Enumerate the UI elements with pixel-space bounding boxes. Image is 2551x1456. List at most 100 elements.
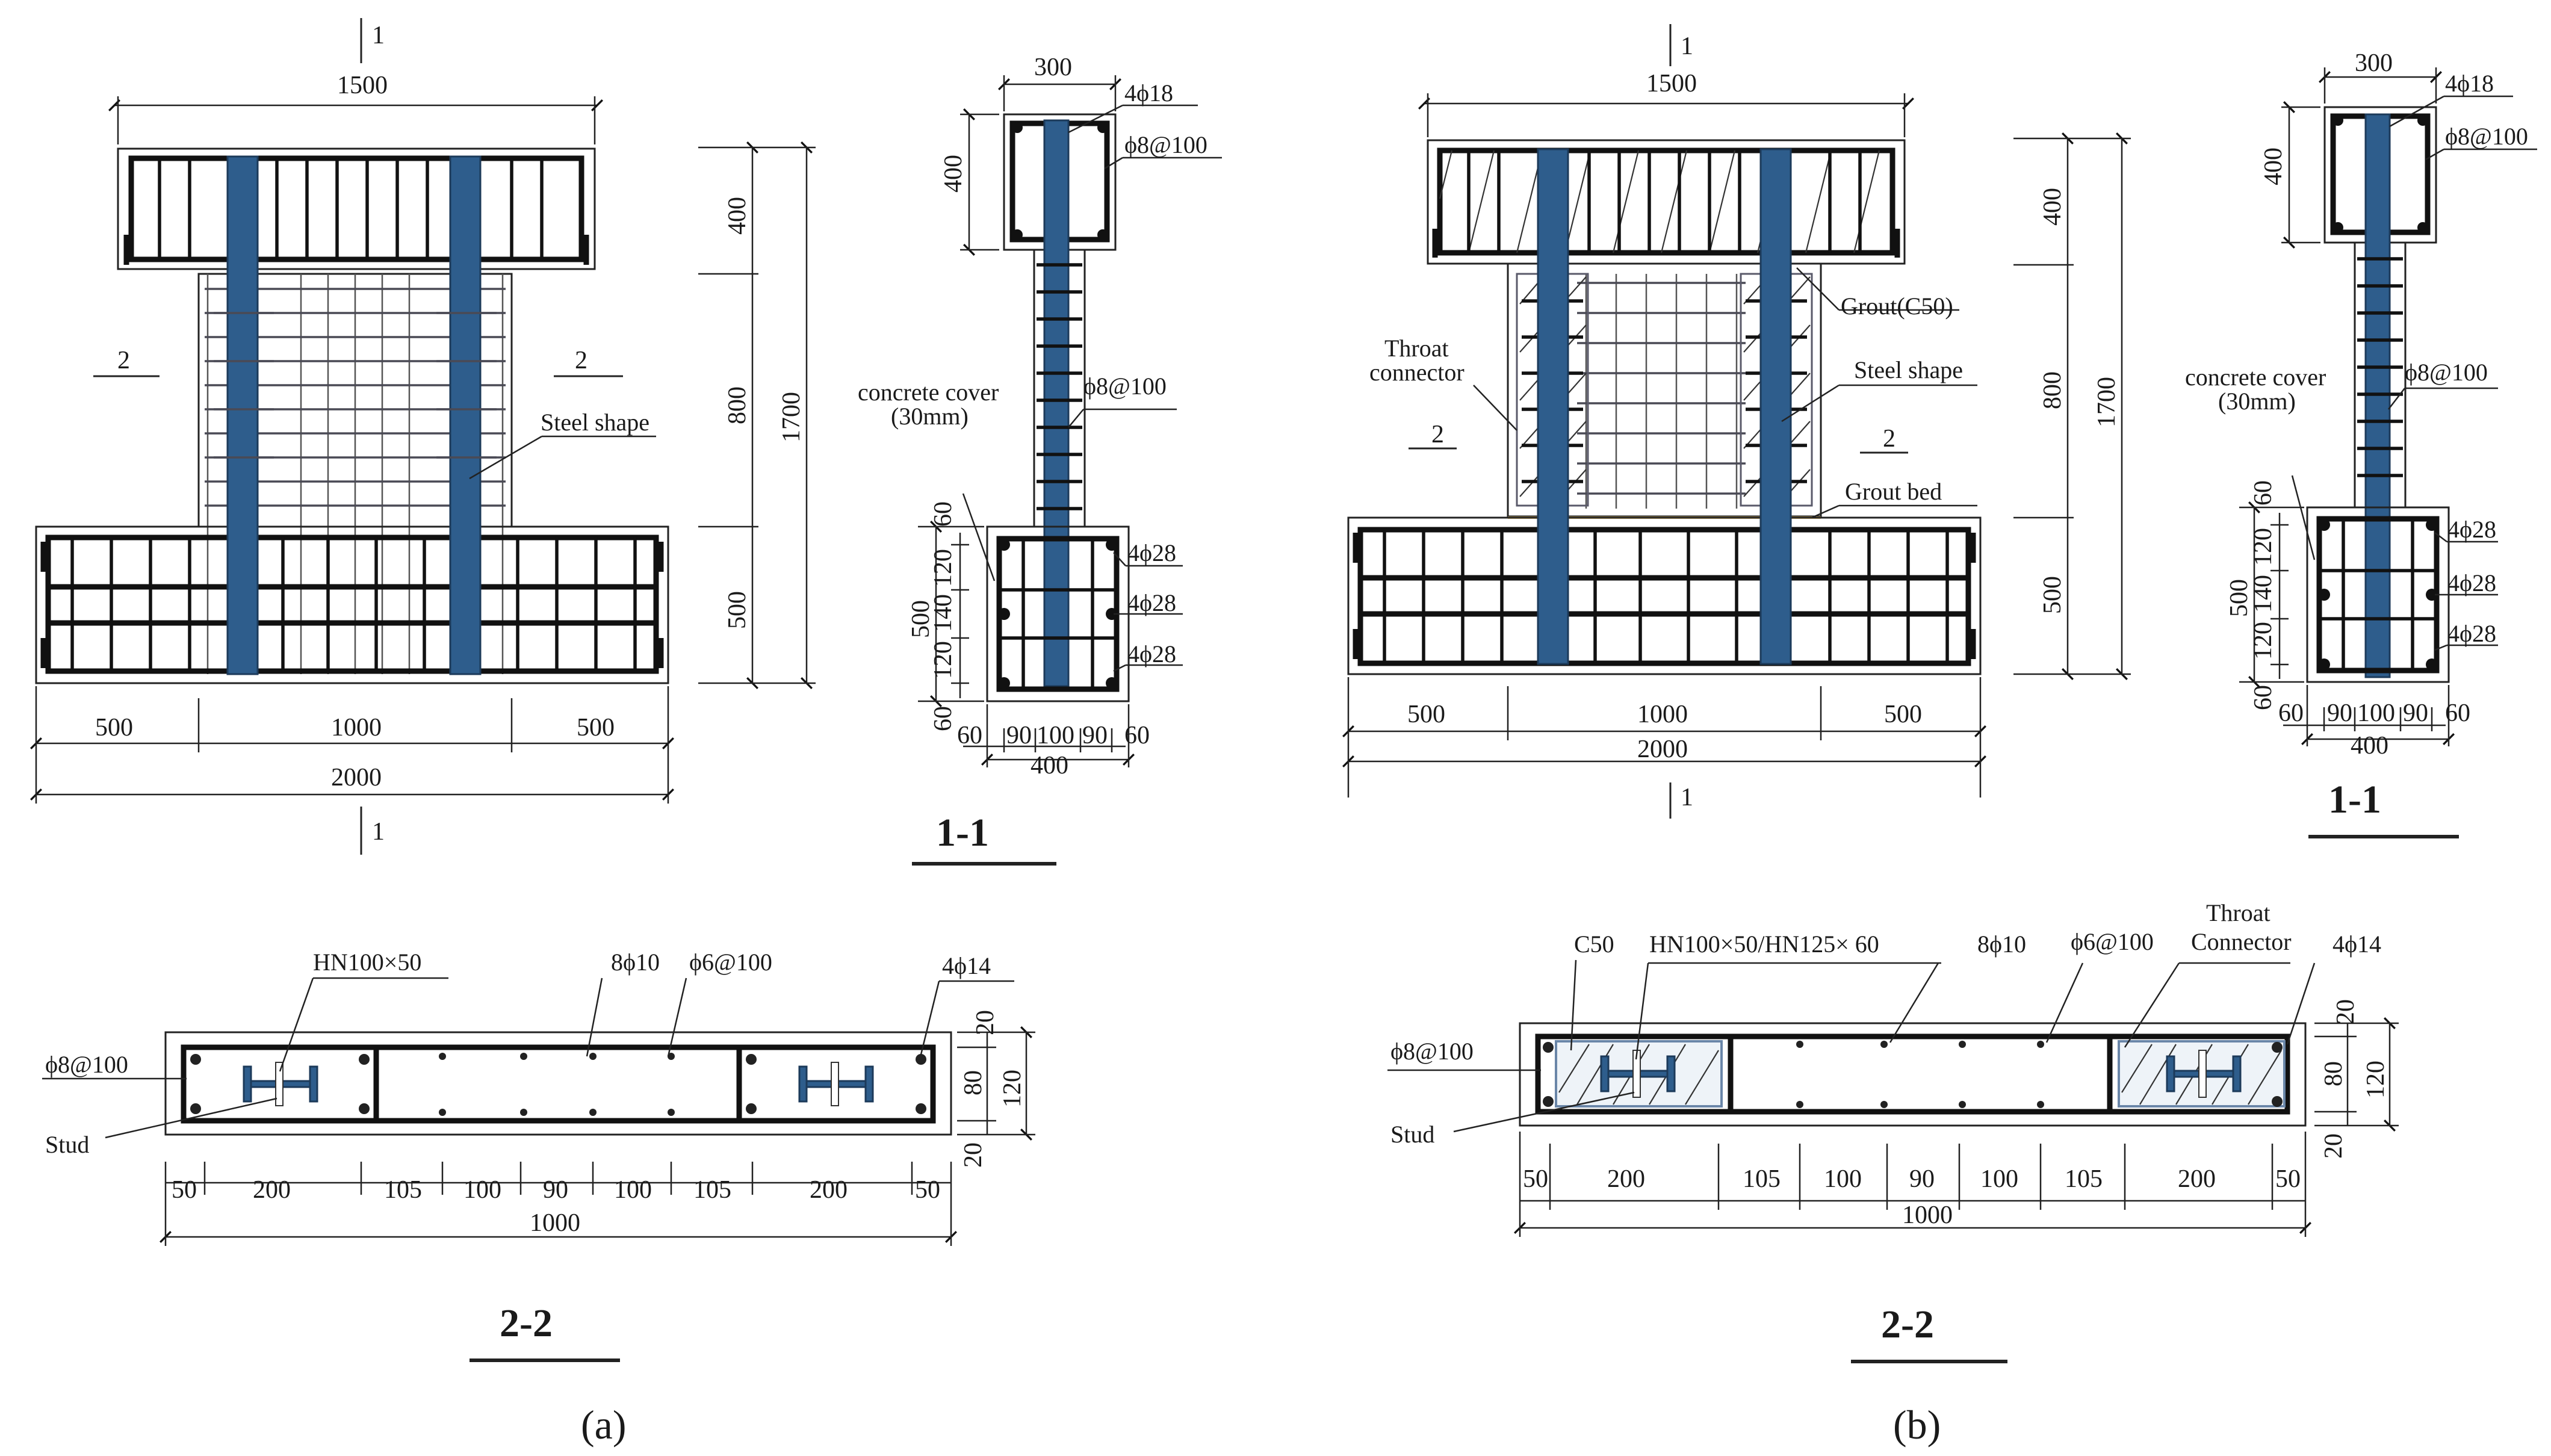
b-dim-22-v2: 20 xyxy=(2320,1133,2348,1159)
label-cover-2: (30mm) xyxy=(891,403,969,430)
beam-stirrups-b xyxy=(1467,150,1862,253)
dim-base-total: 2000 xyxy=(331,764,382,792)
b-dim-top-width: 300 xyxy=(2355,49,2393,77)
dim-base-width: 400 xyxy=(1031,752,1068,779)
b-dim-v-col: 800 xyxy=(2039,371,2066,409)
h-steel-right xyxy=(798,1062,874,1106)
label-cover-1: concrete cover xyxy=(858,379,999,406)
panel-b-section-11: 1-1 300 400 500 60 120 140 120 60 60 90 … xyxy=(2185,49,2537,838)
b-dim-base-right: 500 xyxy=(1884,701,1922,728)
dim-22-1: 200 xyxy=(253,1176,291,1204)
h-steel-left-b xyxy=(1600,1050,1676,1098)
dim-top-width: 300 xyxy=(1034,54,1072,81)
label-steel-shape-b: Steel shape xyxy=(1854,356,1963,383)
b-section-mark-1-top: 1 xyxy=(1681,33,1693,60)
b-dim-22-total: 1000 xyxy=(1902,1201,1953,1229)
dim-22-total: 1000 xyxy=(530,1209,580,1237)
b-dim-h2: 90 xyxy=(2327,699,2352,727)
b-dim-base-v2: 120 xyxy=(2249,528,2277,566)
dim-base-v3: 140 xyxy=(929,594,957,632)
dim-base-v4: 120 xyxy=(929,641,957,679)
b-dim-v-total: 1700 xyxy=(2093,377,2121,427)
b-section-mark-1-bottom: 1 xyxy=(1681,784,1693,811)
h-steel-right-b xyxy=(2166,1050,2242,1098)
b-label-throat-2: Connector xyxy=(2191,928,2292,955)
label-steel-shape: Steel shape xyxy=(541,409,649,436)
dim-base-mid: 1000 xyxy=(331,714,382,742)
dim-22-v0: 20 xyxy=(972,1010,999,1035)
dimension-lines xyxy=(30,18,816,855)
b-dim-h4: 90 xyxy=(2403,699,2428,727)
label-throat-2: connector xyxy=(1369,359,1465,386)
b-dim-22-5: 100 xyxy=(1980,1165,2018,1193)
section-22-title: 2-2 xyxy=(500,1301,553,1345)
section-mark-2-right: 2 xyxy=(575,347,587,374)
b-dim-h3: 100 xyxy=(2357,699,2395,727)
label-grout-bed: Grout bed xyxy=(1845,478,1942,505)
b-dim-22-8: 50 xyxy=(2275,1165,2301,1193)
b-dim-base-mid: 1000 xyxy=(1637,701,1688,728)
b-dim-h5: 60 xyxy=(2445,699,2470,727)
label-top-stirrup: ϕ8@100 xyxy=(1124,131,1207,158)
b-dim-base-width: 400 xyxy=(2351,732,2388,760)
dim-h1: 60 xyxy=(957,722,982,749)
beam-hatch-b xyxy=(1439,150,1880,253)
label-col-stirrup: ϕ8@100 xyxy=(1083,373,1167,400)
dim-base-left: 500 xyxy=(95,714,133,742)
b-dim-22-1: 200 xyxy=(1607,1165,1645,1193)
b-label-cover-1: concrete cover xyxy=(2185,364,2326,391)
dim-base-height: 500 xyxy=(907,600,935,638)
dim-22-0: 50 xyxy=(172,1176,197,1204)
b-section-mark-2-left: 2 xyxy=(1431,421,1444,448)
b-dim-22-3: 100 xyxy=(1824,1165,1862,1193)
dim-v-col: 800 xyxy=(724,386,751,424)
top-beam-b xyxy=(1427,139,1906,265)
b-dim-22-4: 90 xyxy=(1909,1165,1935,1193)
dim-beam-width: 1500 xyxy=(337,72,388,99)
b-dim-base-v3: 140 xyxy=(2249,575,2277,613)
dim-22-4: 90 xyxy=(543,1176,568,1204)
b-dim-beam-width: 1500 xyxy=(1646,70,1697,98)
label-bars-10: 8ϕ10 xyxy=(611,949,660,976)
beam-stirrups xyxy=(158,158,544,259)
dim-22-7: 200 xyxy=(810,1176,848,1204)
b-dim-22-2: 105 xyxy=(1743,1165,1781,1193)
panel-b-section-22: 2-2 50 200 105 100 90 100 105 200 50 100… xyxy=(1387,899,2399,1363)
b-dim-22-0: 50 xyxy=(1523,1165,1548,1193)
b-label-top-bars: 4ϕ18 xyxy=(2445,70,2494,97)
b-dim-22-vtotal: 120 xyxy=(2362,1061,2390,1098)
b-section-11-title: 1-1 xyxy=(2328,778,2381,822)
b-dim-22-v1: 80 xyxy=(2320,1061,2348,1086)
steel-shapes xyxy=(214,155,497,675)
dim-22-2: 105 xyxy=(384,1176,422,1204)
b-label-stud: Stud xyxy=(1390,1121,1434,1148)
dim-22-v1: 80 xyxy=(959,1070,987,1095)
dim-22-8: 50 xyxy=(915,1176,940,1204)
dim-base-right: 500 xyxy=(577,714,615,742)
base-block-b xyxy=(1347,516,1982,675)
panel-b-elevation: 1 1 2 2 1500 500 1000 500 2000 400 800 5… xyxy=(1342,24,2131,819)
label-bars-1: 4ϕ28 xyxy=(1127,539,1176,566)
caption-b: (b) xyxy=(1893,1402,1941,1448)
dim-base-v2: 120 xyxy=(929,549,957,587)
b-dim-base-v4: 120 xyxy=(2249,622,2277,660)
b-label-stirrup-6: ϕ6@100 xyxy=(2071,928,2154,955)
label-stirrup-6: ϕ6@100 xyxy=(689,949,772,976)
b-label-cover-2: (30mm) xyxy=(2218,388,2296,415)
b-label-bars-10: 8ϕ10 xyxy=(1977,931,2026,958)
dim-22-3: 100 xyxy=(463,1176,501,1204)
b-dim-22-7: 200 xyxy=(2178,1165,2216,1193)
b-section-mark-2-right: 2 xyxy=(1883,425,1895,453)
panel-a-section-11: 1-1 300 400 500 60 120 140 120 60 60 90 … xyxy=(858,54,1222,866)
b-dim-h1: 60 xyxy=(2278,699,2304,727)
dim-v-beam: 400 xyxy=(724,197,751,235)
dim-22-v2: 20 xyxy=(959,1142,987,1168)
dim-base-v5: 60 xyxy=(929,706,957,731)
col-ties xyxy=(1037,263,1082,510)
label-throat-1: Throat xyxy=(1384,335,1449,362)
label-bars-2: 4ϕ28 xyxy=(1127,589,1176,616)
label-stirrup-8: ϕ8@100 xyxy=(45,1051,128,1078)
base-block xyxy=(35,525,669,684)
